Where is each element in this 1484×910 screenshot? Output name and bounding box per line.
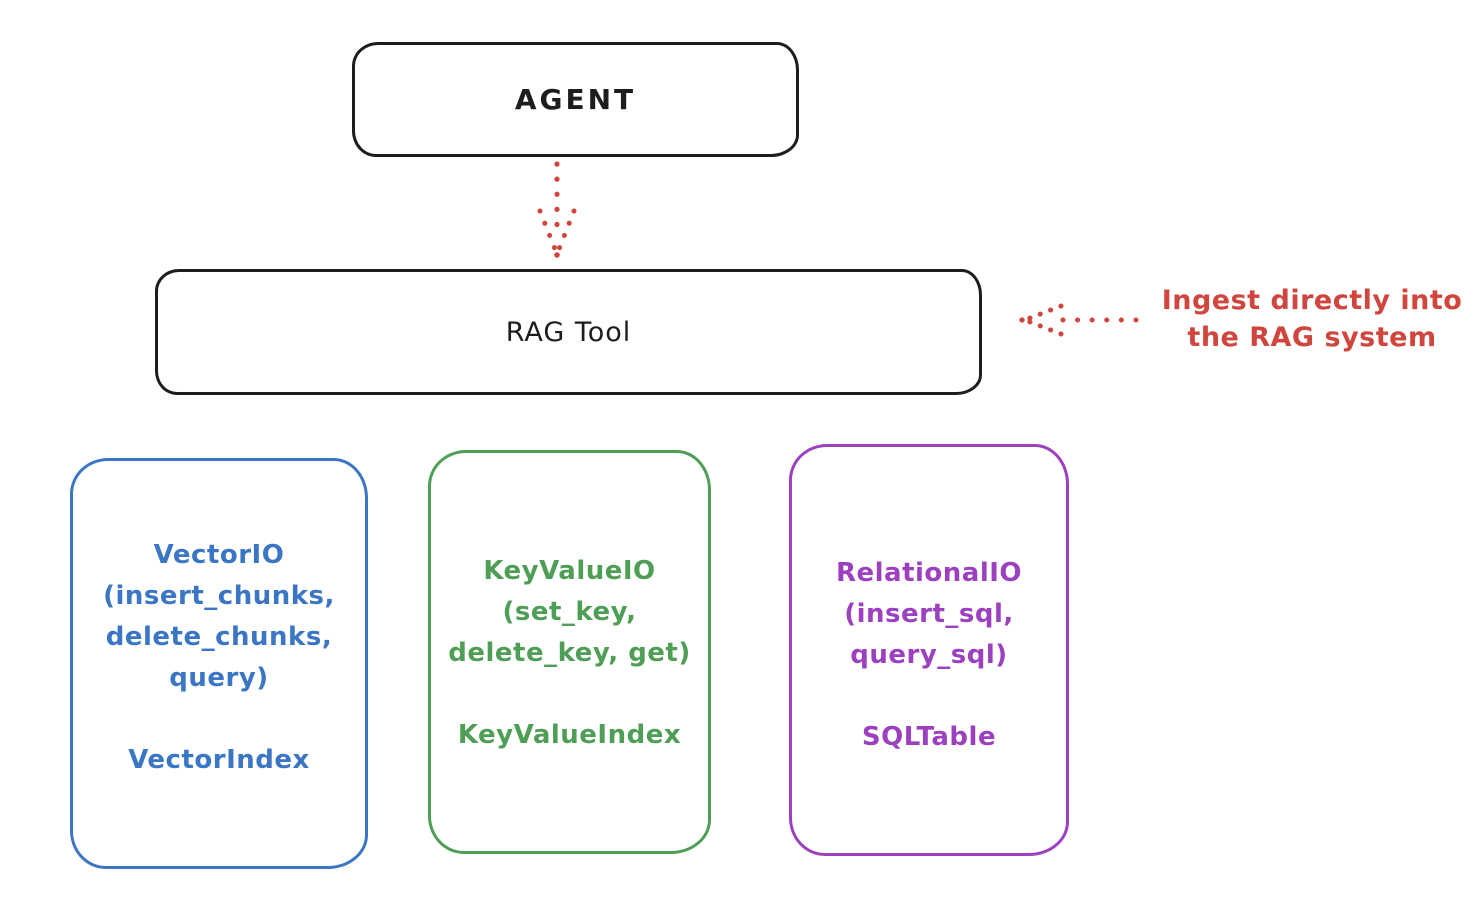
dotted-left-arrow-icon: [1019, 303, 1139, 337]
card-methods-line: query_sql): [850, 640, 1008, 670]
backend-card-vector-io: VectorIO (insert_chunks, delete_chunks, …: [70, 458, 368, 869]
agent-node: AGENT: [352, 42, 799, 157]
card-methods-line: (insert_chunks,: [103, 581, 335, 611]
card-title: KeyValueIO: [483, 556, 656, 586]
card-methods-line: (set_key,: [502, 597, 637, 627]
card-title: VectorIO: [153, 540, 285, 570]
card-methods-line: query): [169, 663, 269, 693]
agent-label: AGENT: [514, 83, 637, 116]
card-methods-line: delete_chunks,: [105, 622, 333, 652]
ingest-annotation: Ingest directly into the RAG system: [1140, 282, 1484, 356]
card-methods-line: delete_key, get): [448, 638, 691, 668]
card-index-label: VectorIndex: [128, 745, 310, 775]
backend-card-keyvalue-io: KeyValueIO (set_key, delete_key, get) Ke…: [428, 450, 711, 854]
ingest-annotation-line2: the RAG system: [1187, 322, 1437, 353]
rag-tool-node: RAG Tool: [155, 269, 982, 395]
backend-card-relational-io: RelationalIO (insert_sql, query_sql) SQL…: [789, 444, 1069, 856]
card-index-label: KeyValueIndex: [457, 720, 682, 750]
card-methods-line: (insert_sql,: [844, 599, 1014, 629]
rag-tool-label: RAG Tool: [505, 316, 632, 348]
ingest-annotation-line1: Ingest directly into: [1161, 285, 1463, 316]
dotted-down-arrow-icon: [537, 161, 577, 258]
card-index-label: SQLTable: [861, 722, 997, 752]
card-title: RelationalIO: [835, 558, 1023, 588]
